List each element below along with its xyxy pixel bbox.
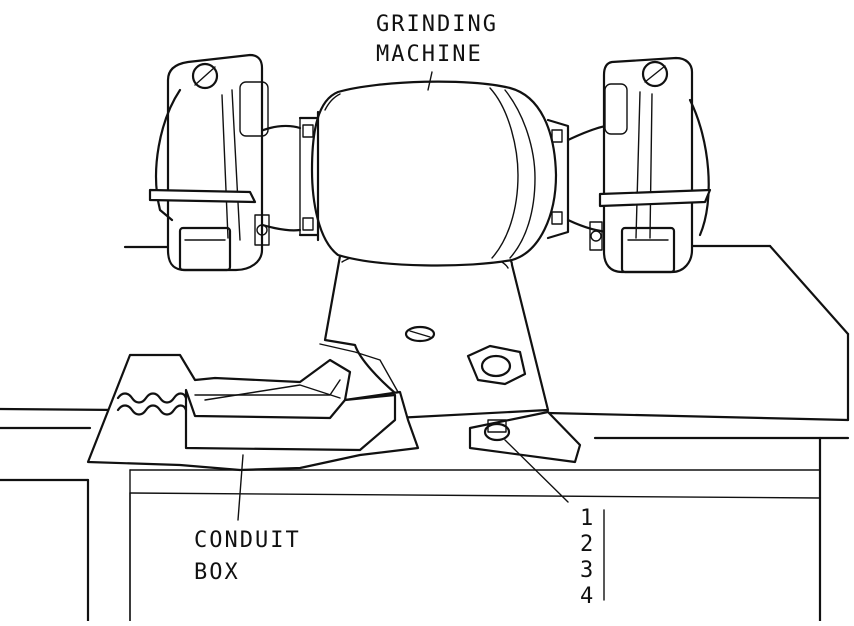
part-number-1: 1 [580,506,594,531]
label-conduit-box-line1: CONDUIT [194,528,301,553]
label-grinding-machine-line2: MACHINE [376,42,483,67]
clamp-bracket [86,343,420,472]
leader-lines [237,71,605,601]
bench-top [0,244,850,422]
left-wheel-guard [148,53,270,272]
motor-housing [298,80,570,267]
mounting-foot [468,410,582,464]
label-conduit-box-line2: BOX [194,560,240,585]
right-wheel-guard [589,56,712,274]
part-number-4: 4 [580,584,594,609]
pedestal [323,240,550,420]
part-number-3: 3 [580,558,594,583]
label-grinding-machine-line1: GRINDING [376,12,498,37]
part-number-2: 2 [580,532,594,557]
